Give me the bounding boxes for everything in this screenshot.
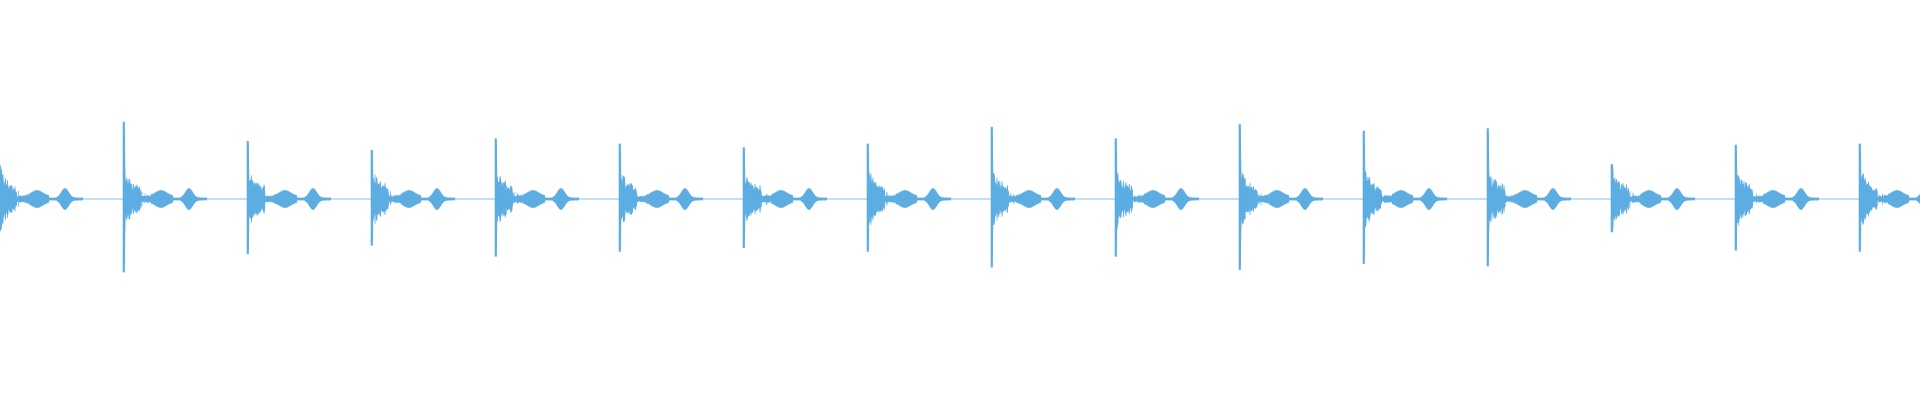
waveform-envelope	[1858, 143, 1920, 252]
waveform-envelope	[1362, 130, 1448, 264]
waveform-envelope	[370, 150, 456, 246]
waveform-envelope	[742, 147, 828, 248]
waveform-hit	[1114, 138, 1200, 257]
waveform-envelope	[1734, 144, 1820, 251]
waveform-hit	[370, 150, 456, 246]
waveform-hit	[1486, 128, 1572, 267]
waveform-envelope	[866, 143, 952, 252]
waveform-envelope	[246, 141, 332, 255]
waveform-envelope	[1486, 128, 1572, 267]
waveform-hit	[742, 147, 828, 248]
waveform-hit	[1238, 124, 1324, 271]
waveform-envelope	[990, 126, 1076, 268]
waveform-hit	[1610, 164, 1696, 233]
waveform-envelope	[1238, 124, 1324, 271]
waveform-envelope	[122, 121, 208, 273]
waveform-hit	[990, 126, 1076, 268]
waveform-hit	[0, 165, 84, 231]
waveform-envelope	[494, 138, 580, 257]
waveform-envelope	[0, 165, 84, 231]
waveform-hit	[122, 121, 208, 273]
waveform-hit	[1858, 143, 1920, 252]
waveform-hit	[494, 138, 580, 257]
waveform-hit	[1734, 144, 1820, 251]
waveform-hit	[246, 141, 332, 255]
waveform-envelope	[618, 143, 704, 252]
waveform-envelope	[1114, 138, 1200, 257]
waveform-hit	[618, 143, 704, 252]
waveform-trace	[0, 121, 1920, 273]
waveform-hit	[1362, 130, 1448, 264]
waveform-hit	[866, 143, 952, 252]
waveform-envelope	[1610, 164, 1696, 233]
